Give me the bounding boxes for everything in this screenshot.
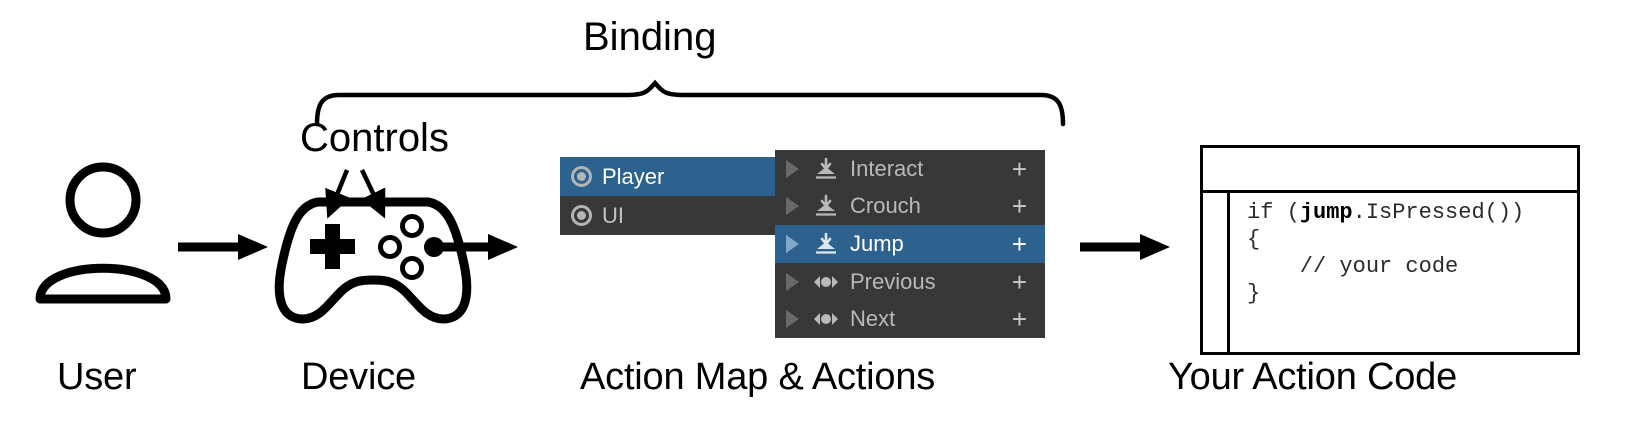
action-row-next[interactable]: Next + bbox=[775, 300, 1045, 338]
button-action-icon bbox=[813, 157, 839, 180]
axis-action-icon bbox=[813, 271, 839, 293]
add-binding-button[interactable]: + bbox=[1011, 266, 1027, 297]
action-label: Next bbox=[850, 306, 896, 332]
actions-panel[interactable]: Interact + Crouch + bbox=[775, 150, 1045, 338]
binding-label: Binding bbox=[583, 15, 717, 59]
foldout-arrow-icon[interactable] bbox=[786, 234, 799, 253]
arrow-device-to-actions-icon bbox=[432, 234, 518, 260]
action-map-label: UI bbox=[602, 202, 624, 228]
arrow-user-to-device-icon bbox=[178, 234, 268, 260]
action-label: Previous bbox=[850, 268, 936, 294]
action-map-label: Player bbox=[602, 163, 665, 189]
caption-device: Device bbox=[301, 356, 416, 398]
code-editor-text[interactable]: if (jump.IsPressed()) { // your code } bbox=[1247, 199, 1571, 307]
action-row-crouch[interactable]: Crouch + bbox=[775, 188, 1045, 226]
action-maps-panel[interactable]: Player UI bbox=[560, 157, 790, 235]
code-window-body: if (jump.IsPressed()) { // your code } bbox=[1203, 193, 1577, 355]
caption-your-action-code: Your Action Code bbox=[1168, 356, 1458, 398]
add-binding-button[interactable]: + bbox=[1011, 191, 1027, 222]
caption-action-map: Action Map & Actions bbox=[580, 356, 936, 398]
axis-action-icon bbox=[813, 308, 839, 330]
foldout-arrow-icon[interactable] bbox=[786, 197, 799, 216]
action-row-jump[interactable]: Jump + bbox=[775, 225, 1045, 263]
add-binding-button[interactable]: + bbox=[1011, 228, 1027, 259]
action-row-previous[interactable]: Previous + bbox=[775, 263, 1045, 301]
code-line-4: } bbox=[1247, 281, 1261, 306]
binding-brace-icon bbox=[314, 79, 1066, 127]
button-action-icon bbox=[813, 195, 839, 217]
code-window-titlebar bbox=[1203, 148, 1577, 193]
code-line-1-pre: if ( bbox=[1247, 200, 1300, 225]
action-map-row-player[interactable]: Player bbox=[560, 157, 790, 196]
action-map-row-ui[interactable]: UI bbox=[560, 196, 790, 235]
foldout-arrow-icon[interactable] bbox=[786, 159, 799, 178]
code-line-3: // your code bbox=[1247, 254, 1459, 279]
action-map-ring-icon bbox=[571, 166, 592, 187]
controls-label: Controls bbox=[300, 116, 449, 160]
code-gutter-divider bbox=[1227, 193, 1230, 355]
action-label: Crouch bbox=[850, 193, 921, 219]
add-binding-button[interactable]: + bbox=[1011, 304, 1027, 335]
code-line-1-post: .IsPressed()) bbox=[1352, 200, 1525, 225]
button-action-icon bbox=[813, 232, 839, 255]
action-map-ring-icon bbox=[571, 205, 592, 226]
code-line-2: { bbox=[1247, 227, 1261, 252]
action-label: Interact bbox=[850, 155, 924, 181]
code-line-1-bold: jump bbox=[1299, 200, 1353, 225]
foldout-arrow-icon[interactable] bbox=[786, 310, 799, 329]
foldout-arrow-icon[interactable] bbox=[786, 272, 799, 291]
action-row-interact[interactable]: Interact + bbox=[775, 150, 1045, 188]
gamepad-icon bbox=[274, 197, 472, 324]
arrow-actions-to-code-icon bbox=[1080, 234, 1170, 260]
add-binding-button[interactable]: + bbox=[1011, 153, 1027, 184]
caption-user: User bbox=[57, 356, 137, 398]
action-label: Jump bbox=[850, 230, 904, 256]
code-window: if (jump.IsPressed()) { // your code } bbox=[1200, 145, 1580, 355]
user-avatar-icon bbox=[35, 162, 171, 304]
